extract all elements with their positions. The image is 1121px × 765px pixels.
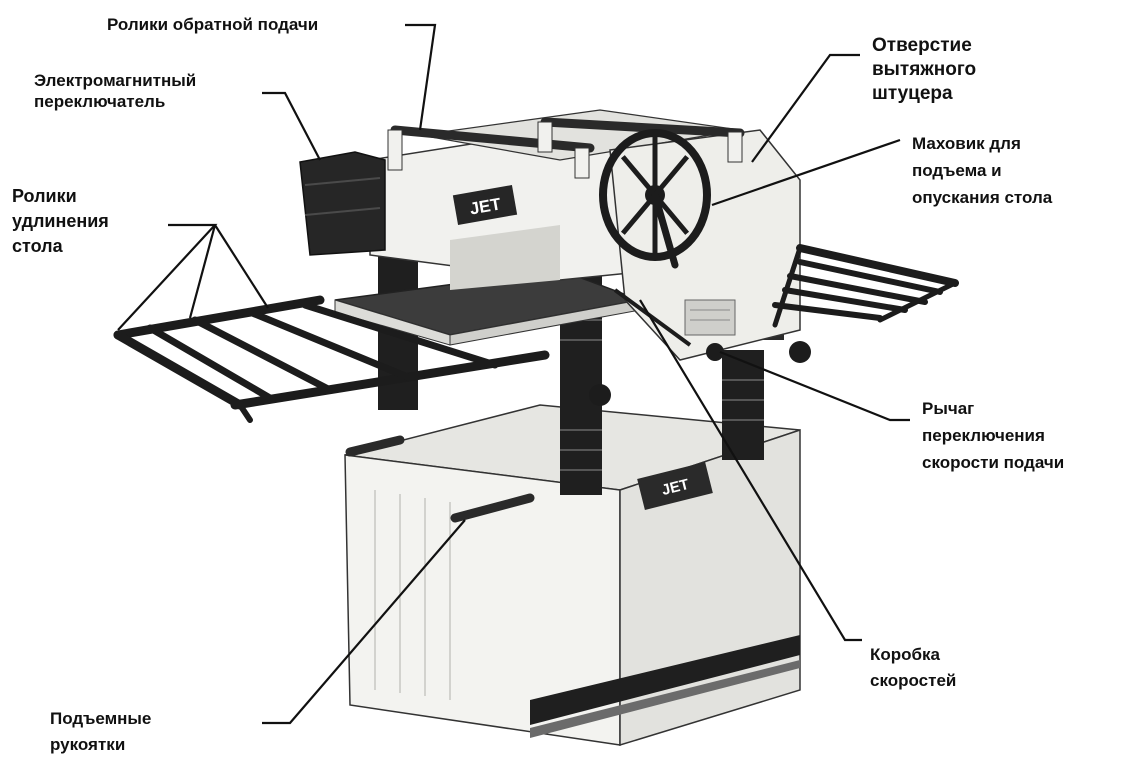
label-handwheel-line-2: подъема и bbox=[912, 161, 1002, 180]
label-handwheel-line-3: опускания стола bbox=[912, 188, 1053, 207]
label-extension-rollers-line-1: Ролики bbox=[12, 186, 77, 206]
base-cabinet: JET bbox=[344, 404, 801, 747]
label-feed-lever-line-3: скорости подачи bbox=[922, 453, 1065, 472]
magnetic-switch-box bbox=[299, 151, 386, 256]
label-feed-lever-line-2: переключения bbox=[922, 426, 1045, 445]
label-dust-port-line-2: вытяжного bbox=[872, 59, 977, 80]
label-handwheel: Маховик для подъема и опускания стола bbox=[912, 130, 1052, 211]
label-return-rollers-line-1: Ролики обратной подачи bbox=[107, 15, 319, 34]
label-magnetic-switch-line-2: переключатель bbox=[34, 92, 166, 111]
label-dust-port-line-1: Отверстие bbox=[872, 35, 972, 56]
label-magnetic-switch-line-1: Электромагнитный bbox=[34, 71, 197, 90]
gearbox-housing bbox=[609, 129, 801, 361]
label-gearbox-line-2: скоростей bbox=[870, 671, 957, 690]
handwheel-shape bbox=[599, 129, 711, 269]
right-extension-table bbox=[772, 244, 959, 328]
label-magnetic-switch: Электромагнитный переключатель bbox=[34, 70, 196, 112]
label-extension-rollers-line-3: стола bbox=[12, 236, 63, 256]
return-rollers-shape bbox=[387, 117, 745, 179]
label-feed-lever-line-1: Рычаг bbox=[922, 399, 975, 418]
label-dust-port-line-3: штуцера bbox=[872, 83, 953, 104]
lift-handles-shape bbox=[345, 435, 535, 523]
label-feed-lever: Рычаг переключения скорости подачи bbox=[922, 395, 1064, 476]
label-dust-port: Отверстие вытяжного штуцера bbox=[872, 34, 976, 106]
label-gearbox: Коробка скоростей bbox=[870, 642, 956, 694]
leader-lines bbox=[117, 23, 910, 725]
feed-lever-knobs bbox=[589, 288, 811, 406]
label-extension-rollers-line-2: удлинения bbox=[12, 211, 109, 231]
label-extension-rollers: Ролики удлинения стола bbox=[12, 184, 109, 259]
label-lift-handles: Подъемные рукоятки bbox=[50, 706, 151, 758]
label-gearbox-line-1: Коробка bbox=[870, 645, 940, 664]
label-lift-handles-line-2: рукоятки bbox=[50, 735, 126, 754]
label-return-rollers: Ролики обратной подачи bbox=[107, 14, 318, 35]
base-logo: JET bbox=[660, 476, 691, 499]
label-handwheel-line-1: Маховик для bbox=[912, 134, 1021, 153]
label-lift-handles-line-1: Подъемные bbox=[50, 709, 152, 728]
left-extension-table bbox=[113, 295, 550, 423]
